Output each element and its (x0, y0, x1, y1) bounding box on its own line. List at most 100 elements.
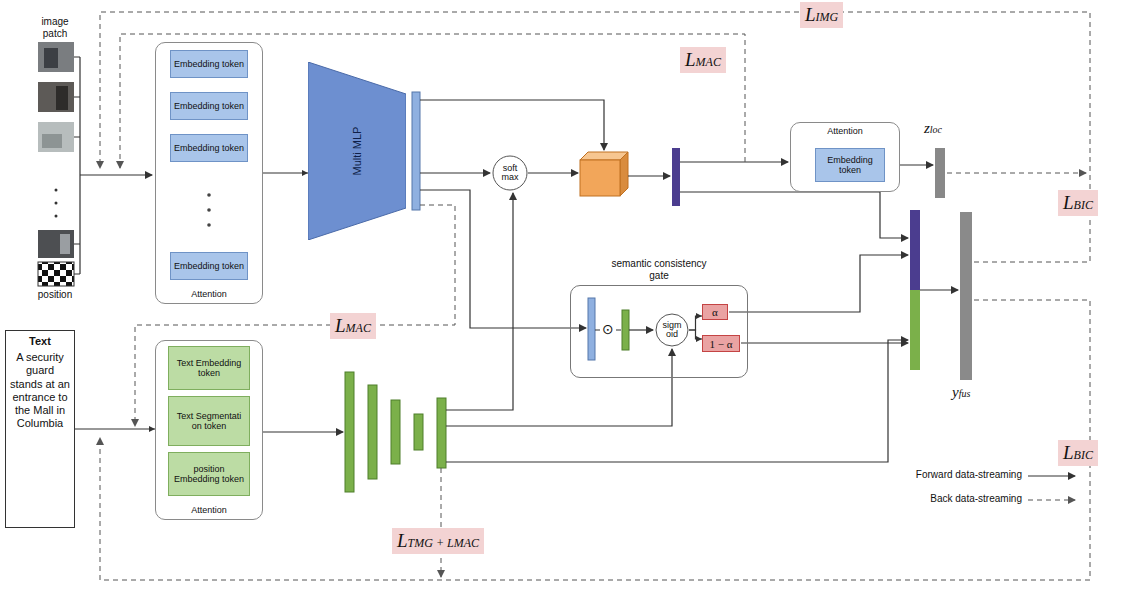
node-text: Text Embedding token (171, 358, 247, 379)
attention-block: Attention Text Embedding tokenText Segmen… (155, 340, 263, 520)
text-encoder-bars (414, 414, 423, 450)
node-text: sigm oid (660, 321, 684, 340)
forward-lines (729, 255, 908, 312)
back-lines (120, 34, 745, 168)
connector-arrow (689, 316, 702, 330)
back-lines (1028, 500, 1075, 501)
image-patches (38, 42, 74, 286)
text-token: Text Segmentati on token (168, 396, 250, 446)
forward-lines (1028, 475, 1075, 476)
image-patches (55, 215, 58, 218)
node-text: semantic consistency gate (604, 258, 714, 282)
node-text: A security guard stands at an entrance t… (9, 351, 71, 430)
connector-arrow (689, 330, 702, 339)
forward-lines (446, 340, 908, 462)
loss-label: LMAC (330, 313, 376, 339)
back-lines (100, 300, 1090, 580)
connector-arrow (75, 428, 155, 429)
node-text: Embedding token (174, 261, 244, 271)
text-token: Text Embedding token (168, 346, 250, 390)
image-patches (56, 86, 68, 110)
embedding-token: Embedding token (815, 148, 885, 182)
forward-lines (900, 164, 933, 165)
back-lines (100, 12, 1090, 262)
image-patches (55, 202, 58, 205)
node-text: Multi MLP (351, 127, 363, 176)
text-encoder-bars (368, 385, 377, 479)
node-text: α (712, 306, 718, 318)
sigmoid-node: sigm oid (655, 313, 689, 347)
caption-label: position (30, 289, 80, 301)
loss-label: LBIC (1058, 190, 1098, 216)
loss-label: LIMG (800, 2, 843, 28)
node-text: soft max (497, 164, 523, 183)
node-text: Attention (191, 289, 227, 299)
forward-lines (80, 174, 152, 175)
node-text: Embedding token (174, 143, 244, 153)
forward-lines (420, 100, 604, 150)
feature-bars (588, 298, 595, 360)
image-patches (38, 122, 74, 152)
text-encoder-bars (345, 372, 354, 492)
image-patches (42, 134, 62, 148)
feature-bars (910, 210, 920, 290)
text-encoder-bars (437, 398, 446, 468)
forward-lines (446, 193, 513, 410)
image-patches (55, 189, 58, 192)
node-text: 1 − α (710, 338, 733, 350)
image-patches (38, 82, 74, 112)
forward-lines (628, 175, 670, 176)
forward-lines (680, 192, 908, 238)
node-text: Embedding token (174, 101, 244, 111)
embedding-token: Embedding token (170, 92, 248, 120)
feature-bars (412, 92, 972, 380)
alpha-box: 1 − α (702, 335, 740, 352)
node-text: position Embedding token (171, 464, 247, 485)
mlp-block: Multi MLP (308, 62, 406, 240)
feature-bars (910, 290, 920, 370)
node-text: Text Segmentati on token (171, 411, 247, 432)
forward-lines (420, 172, 490, 173)
text-encoder-bars (391, 400, 400, 464)
variable-label: zloc (922, 120, 944, 137)
variable-label: yfus (950, 384, 972, 401)
softmax-node: soft max (492, 155, 528, 191)
image-patches (44, 48, 58, 68)
legend-text: Back data-streaming (872, 493, 1022, 504)
back-lines (100, 12, 1090, 580)
embedding-token: Embedding token (170, 134, 248, 162)
node-text: Embedding token (818, 155, 882, 176)
forward-lines (741, 342, 908, 343)
circle-shape (493, 156, 527, 190)
text-token: position Embedding token (168, 452, 250, 496)
back-lines (441, 468, 442, 577)
loss-label: LMAC (680, 47, 726, 73)
feature-bars (620, 152, 628, 196)
attention-block: AttentionEmbedding tokenEmbedding tokenE… (155, 42, 263, 304)
node-text: Attention (827, 126, 863, 136)
feature-bars (622, 310, 629, 350)
operator-symbol: ⊙ (602, 322, 614, 336)
circle-shape (656, 314, 688, 346)
feature-bars (412, 92, 420, 210)
attention-dots (207, 208, 211, 212)
loss-label: LBIC (1058, 440, 1098, 466)
attention-block: AttentionEmbedding token (790, 122, 900, 192)
node-text: Embedding token (174, 59, 244, 69)
embedding-token: Embedding token (170, 50, 248, 78)
forward-lines (920, 289, 958, 290)
node-text: Text (29, 335, 51, 348)
image-patches (38, 230, 74, 258)
alpha-box: α (702, 304, 728, 320)
connector-arrow (263, 172, 308, 173)
attention-dots (207, 193, 211, 227)
image-patches (38, 42, 74, 72)
node-text: Attention (191, 505, 227, 515)
back-lines (947, 173, 1086, 174)
forward-lines (629, 329, 653, 330)
trapezoid-shape (308, 62, 406, 240)
attention-dots (207, 193, 211, 197)
